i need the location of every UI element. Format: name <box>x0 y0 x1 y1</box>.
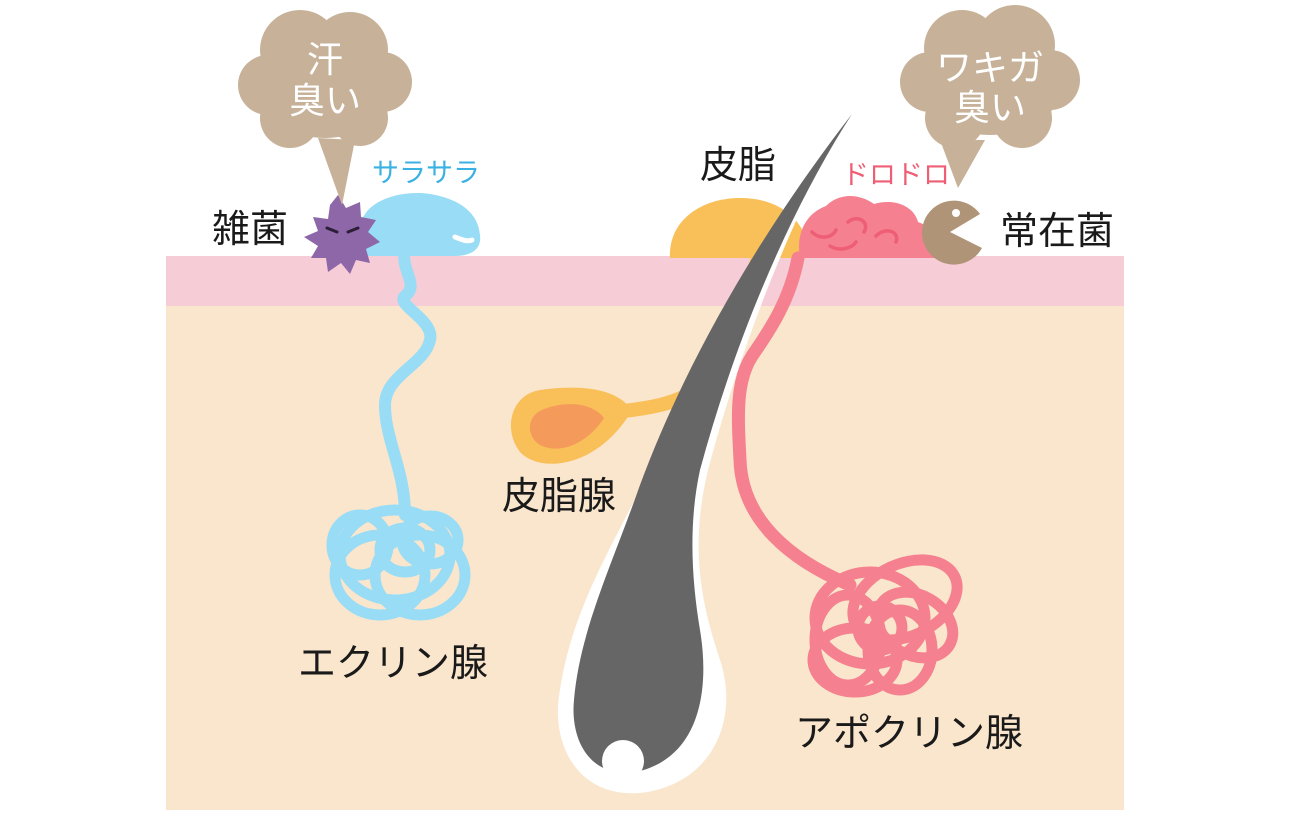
label-eccrine-gland: エクリン腺 <box>298 641 488 685</box>
cloud-right-line2: 臭い <box>954 88 1026 129</box>
label-resident-bacteria: 常在菌 <box>1000 209 1114 253</box>
hair-shaft <box>573 114 852 773</box>
sweat-drop <box>357 193 481 256</box>
apocrine-duct <box>731 251 857 592</box>
hair-papilla <box>602 740 644 782</box>
sweat-smell-cloud <box>238 10 412 205</box>
label-apocrine-gland: アポクリン腺 <box>795 711 1023 755</box>
epidermis-layer <box>166 256 1124 306</box>
label-misc-bacteria: 雑菌 <box>212 207 288 251</box>
sweat-drop-shine <box>452 234 475 244</box>
cloud-right-line1: ワキガ <box>936 48 1044 89</box>
label-smooth: サラサラ <box>372 158 480 189</box>
cloud-left-line2: 臭い <box>289 81 361 122</box>
label-sebum: 皮脂 <box>700 143 776 187</box>
cloud-left-line1: 汗 <box>307 40 343 81</box>
resident-bacteria-eye <box>952 209 960 217</box>
misc-bacteria-icon <box>304 195 380 274</box>
misc-bacteria-face <box>325 226 360 234</box>
apocrine-coil <box>807 554 963 698</box>
label-sticky: ドロドロ <box>842 160 950 191</box>
resident-bacteria-icon <box>921 200 982 265</box>
label-sebaceous-gland: 皮脂腺 <box>502 474 616 518</box>
sticky-secretion-swirls <box>810 217 899 251</box>
eccrine-duct <box>378 244 437 521</box>
sebaceous-gland-core <box>529 404 604 449</box>
sticky-secretion <box>799 196 941 258</box>
eccrine-coil <box>326 504 471 621</box>
wakiga-smell-cloud <box>900 5 1080 188</box>
